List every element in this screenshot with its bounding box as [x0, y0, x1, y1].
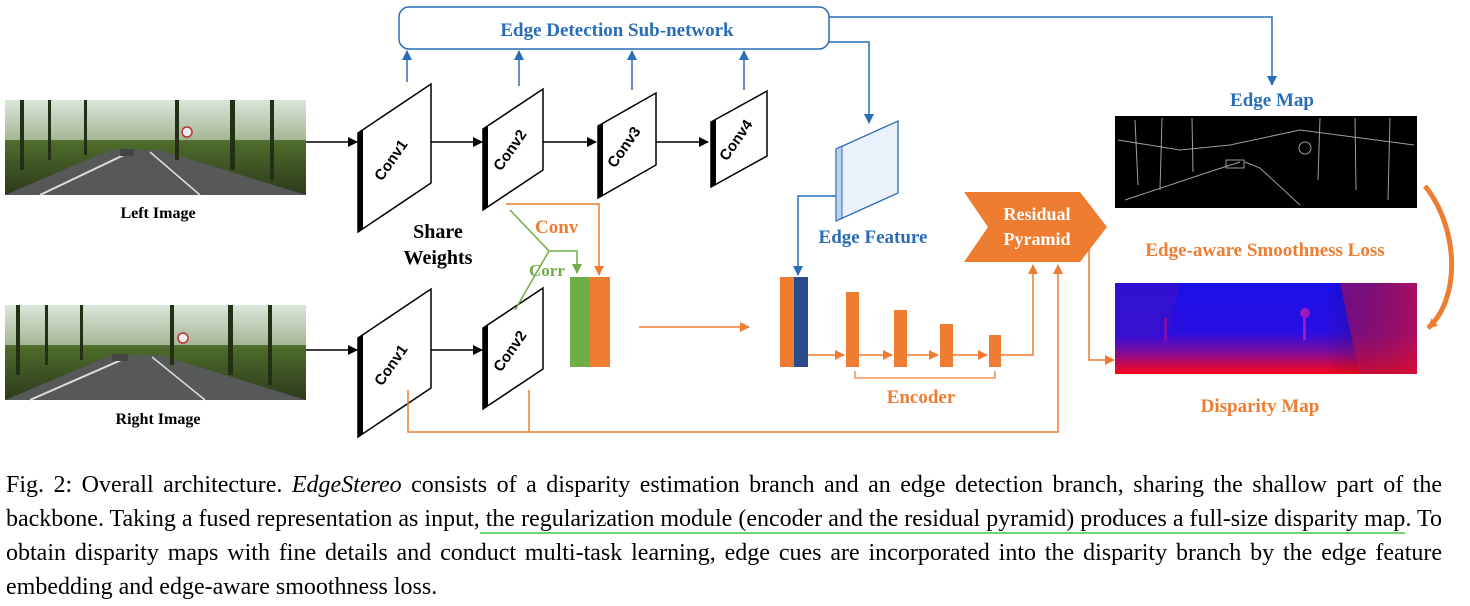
- encoder-label: Encoder: [887, 387, 956, 408]
- left-conv2-block: Conv2: [482, 87, 544, 212]
- residual-label: Residual: [1003, 204, 1070, 224]
- encoder-to-pyramid-arrow: [1001, 264, 1038, 356]
- encoder-bar-3: [940, 324, 953, 367]
- share-label: Share: [413, 221, 463, 243]
- conv-to-edge-arrows: [402, 50, 749, 90]
- left-conv1-block: Conv1: [357, 82, 432, 234]
- skip-connection-orange: [407, 264, 1063, 433]
- edge-map-arrow: [829, 16, 1277, 86]
- right-conv1-block: Conv1: [357, 287, 432, 439]
- caption-highlight: the regularization module (encoder and t…: [479, 506, 1406, 534]
- loss-arrow: [1423, 184, 1455, 330]
- corr-label: Corr: [529, 261, 565, 280]
- figure-caption: Fig. 2: Overall architecture. EdgeStereo…: [6, 468, 1442, 604]
- loss-label: Edge-aware Smoothness Loss: [1145, 240, 1384, 261]
- left-image: [5, 100, 306, 196]
- corr-path-left: [509, 209, 582, 274]
- encoder-bracket: [854, 371, 996, 379]
- edge-subnetwork-box: Edge Detection Sub-network: [398, 6, 830, 50]
- pyramid-label: Pyramid: [1004, 229, 1071, 249]
- edge-feature-arrow: [829, 41, 874, 124]
- conv-feature: [590, 277, 610, 367]
- conv-label: Conv: [535, 217, 579, 238]
- architecture-diagram: Edge Detection Sub-network Left Image: [5, 6, 1455, 439]
- disparity-map-label: Disparity Map: [1201, 396, 1320, 417]
- disparity-map-image: [1115, 283, 1417, 374]
- left-conv3-block: Conv3: [597, 91, 657, 200]
- weights-label: Weights: [404, 247, 473, 269]
- left-image-label: Left Image: [120, 205, 195, 222]
- encoder-bar-1: [846, 292, 859, 367]
- edge-feature-down-arrow: [793, 195, 836, 276]
- caption-emphasis: EdgeStereo: [291, 472, 402, 498]
- corr-feature: [570, 277, 590, 367]
- edge-map-image: [1115, 116, 1417, 208]
- conv-path: [506, 203, 604, 276]
- right-image: [5, 305, 306, 401]
- edge-feature-slab: [835, 119, 899, 223]
- edge-subnetwork-label: Edge Detection Sub-network: [500, 20, 734, 41]
- edge-feature-label: Edge Feature: [819, 227, 928, 248]
- encoder-input-orange: [780, 277, 794, 367]
- corr-path-right: [514, 250, 550, 311]
- edge-map-label: Edge Map: [1230, 90, 1314, 111]
- encoder-bar-4: [989, 335, 1001, 367]
- caption-part-3: . To obtain disparity maps with fine det…: [6, 506, 1442, 600]
- left-conv4-block: Conv4: [710, 89, 768, 189]
- caption-part-2: consists of a disparity estimation branc…: [6, 472, 1443, 532]
- residual-pyramid: Residual Pyramid: [964, 192, 1107, 262]
- right-conv2-block: Conv2: [482, 286, 544, 411]
- encoder-bar-2: [894, 310, 907, 367]
- encoder-input-edge: [794, 277, 808, 367]
- caption-part-1: Fig. 2: Overall architecture.: [6, 472, 292, 498]
- pyramid-to-disparity-arrow: [1088, 244, 1115, 365]
- right-image-label: Right Image: [116, 411, 201, 428]
